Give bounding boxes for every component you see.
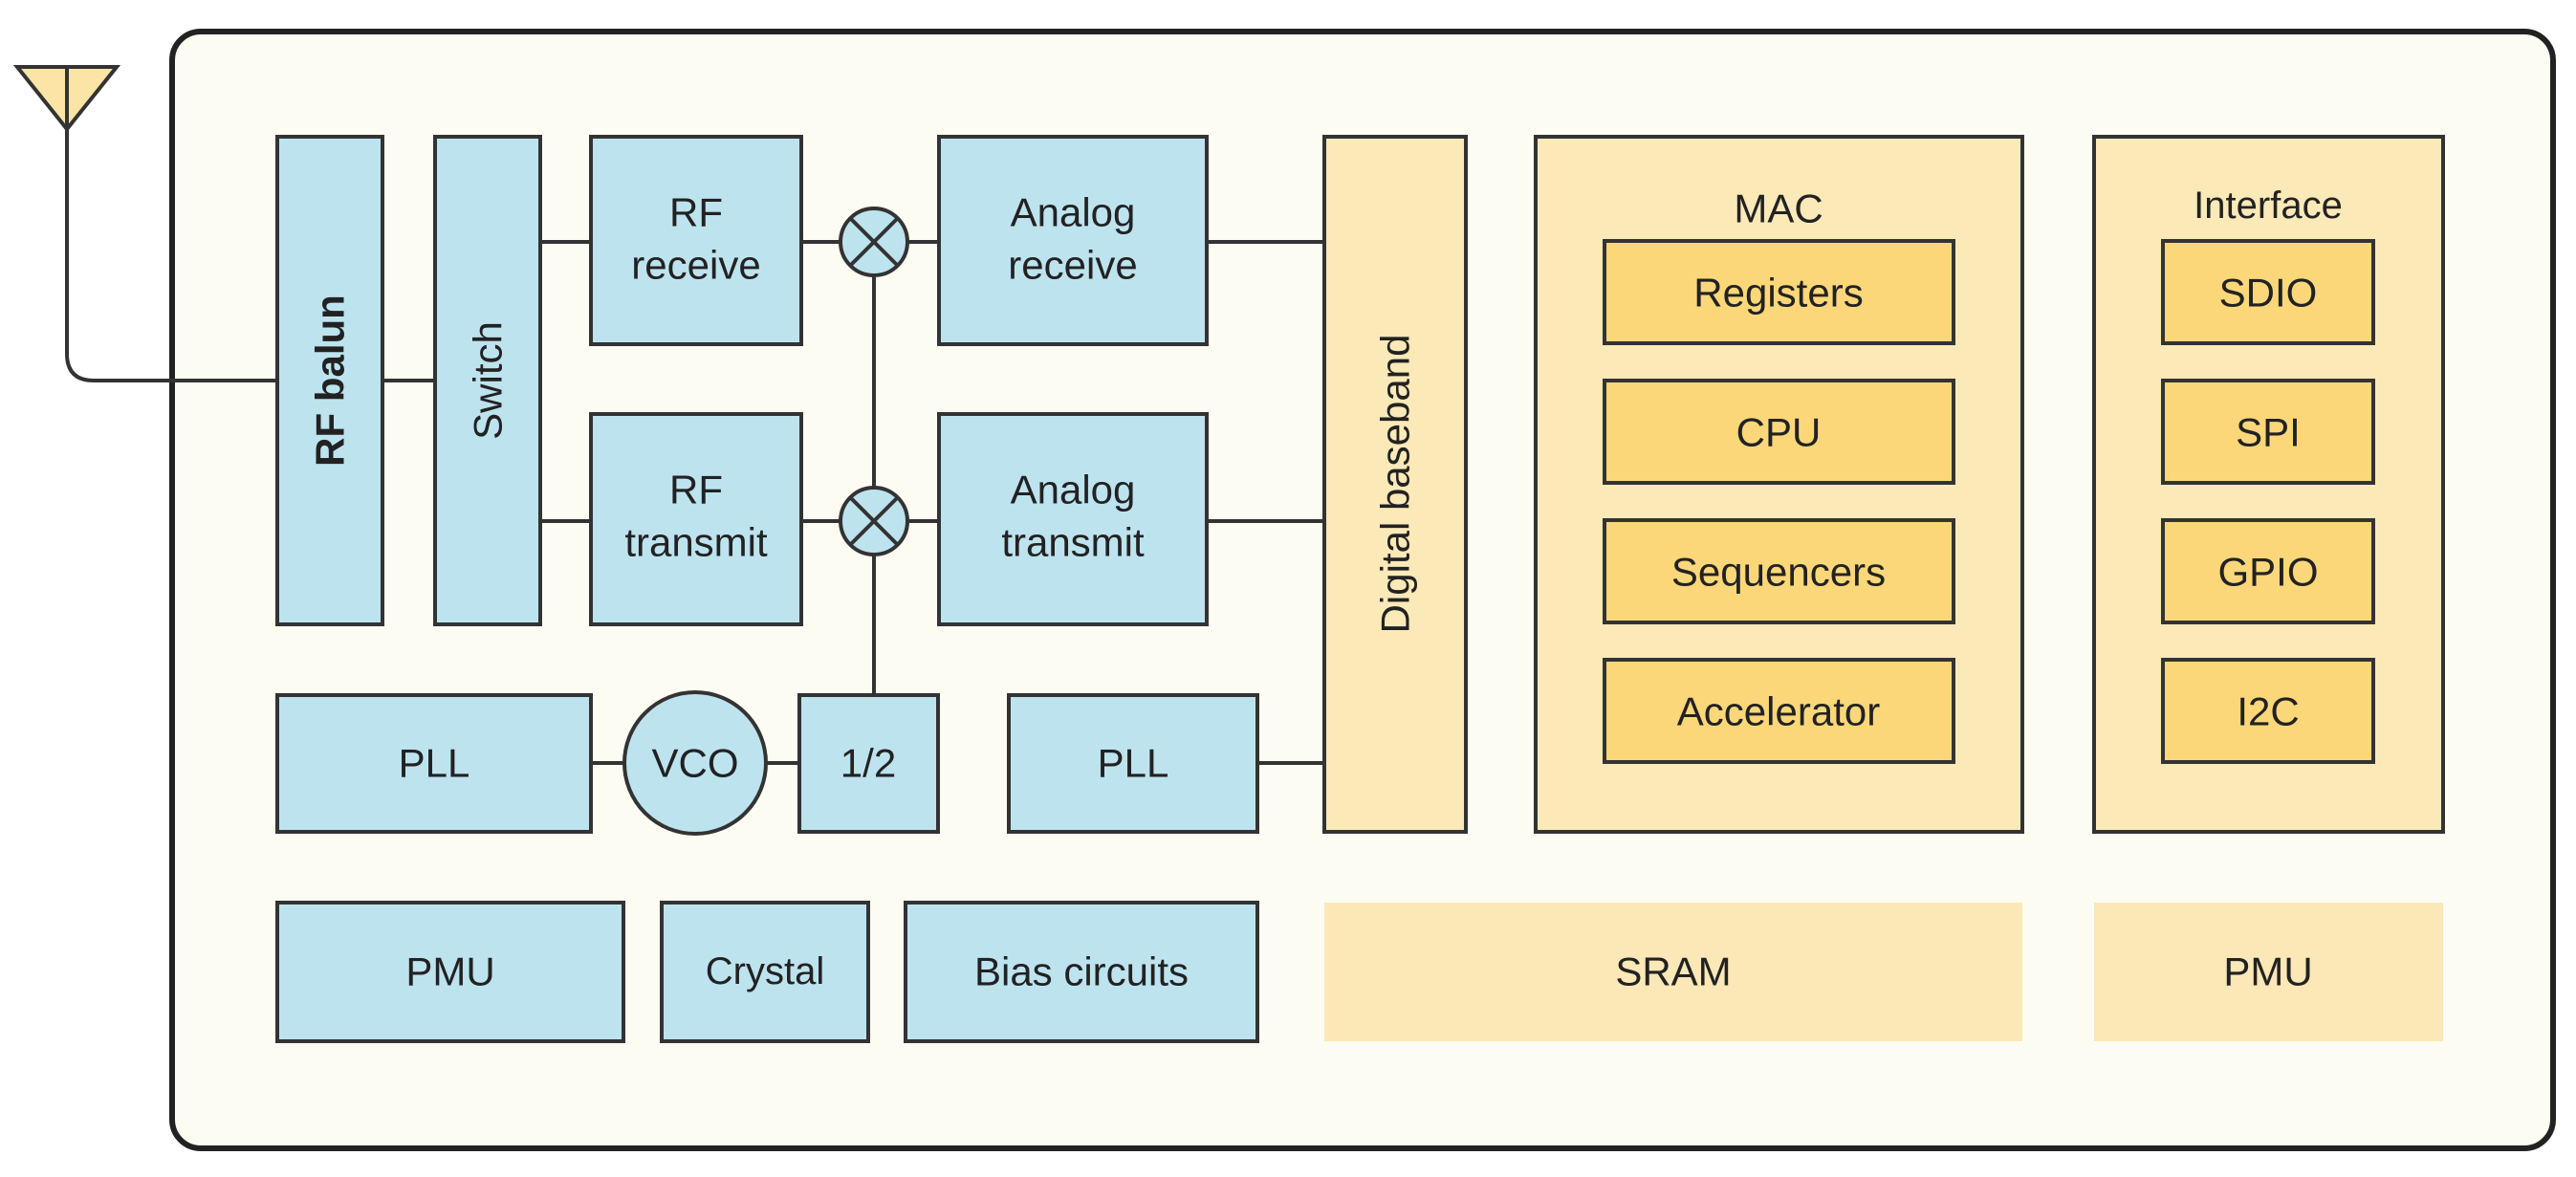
pmu-left-block xyxy=(275,901,625,1043)
pmu-right-label: PMU xyxy=(2223,949,2312,994)
mixer-icon xyxy=(839,207,909,277)
analog-transmit-label-line2: transmit xyxy=(1001,520,1145,565)
rf-receive-label-line1: RF xyxy=(669,190,723,235)
digital-baseband-block xyxy=(1322,135,1468,834)
analog-receive-label-line2: receive xyxy=(1008,243,1137,288)
pmu-left-label: PMU xyxy=(405,949,494,994)
gpio-label: GPIO xyxy=(2217,550,2318,595)
mixer-icon xyxy=(839,486,909,556)
divider-block xyxy=(797,693,940,834)
antenna-icon xyxy=(12,65,277,382)
vco-block xyxy=(622,690,768,836)
accelerator-label: Accelerator xyxy=(1677,689,1880,734)
interface-label: Interface xyxy=(2194,185,2343,227)
pll-left-label: PLL xyxy=(399,741,470,786)
spi-block xyxy=(2161,379,2375,485)
cpu-block xyxy=(1603,379,1955,485)
sdio-label: SDIO xyxy=(2219,271,2318,316)
signal-wires xyxy=(382,240,1324,765)
i2c-block xyxy=(2161,658,2375,764)
registers-label: Registers xyxy=(1693,271,1863,316)
rf-receive-label-line2: receive xyxy=(631,243,760,288)
gpio-block xyxy=(2161,518,2375,624)
sram-label: SRAM xyxy=(1615,949,1731,994)
rf-receive-block xyxy=(589,135,803,346)
registers-block xyxy=(1603,239,1955,345)
switch-label: Switch xyxy=(466,321,511,440)
spi-label: SPI xyxy=(2236,410,2301,455)
sdio-block xyxy=(2161,239,2375,345)
analog-transmit-label-line1: Analog xyxy=(1011,468,1136,512)
digital-baseband-label: Digital baseband xyxy=(1373,335,1418,634)
mac-label: MAC xyxy=(1734,186,1823,231)
divider-label: 1/2 xyxy=(840,741,896,786)
crystal-label: Crystal xyxy=(706,950,824,992)
sram-block xyxy=(1324,903,2022,1041)
bias-circuits-block xyxy=(904,901,1259,1043)
pll-right-block xyxy=(1007,693,1259,834)
crystal-block xyxy=(660,901,870,1043)
rf-balun-block xyxy=(275,135,384,626)
sequencers-block xyxy=(1603,518,1955,624)
sequencers-label: Sequencers xyxy=(1671,550,1886,595)
rf-transmit-block xyxy=(589,412,803,626)
i2c-label: I2C xyxy=(2237,689,2299,734)
analog-receive-block xyxy=(937,135,1209,346)
vco-label: VCO xyxy=(651,741,738,786)
cpu-label: CPU xyxy=(1736,410,1822,455)
accelerator-block xyxy=(1603,658,1955,764)
pmu-right-block xyxy=(2094,903,2443,1041)
analog-receive-label-line1: Analog xyxy=(1011,190,1136,235)
rf-balun-label: RF balun xyxy=(308,294,353,467)
analog-transmit-block xyxy=(937,412,1209,626)
pll-left-block xyxy=(275,693,593,834)
rf-transmit-label-line1: RF xyxy=(669,468,723,512)
pll-right-label: PLL xyxy=(1098,741,1169,786)
switch-block xyxy=(433,135,542,626)
bias-circuits-label: Bias circuits xyxy=(974,949,1189,994)
rf-transmit-label-line2: transmit xyxy=(624,520,768,565)
